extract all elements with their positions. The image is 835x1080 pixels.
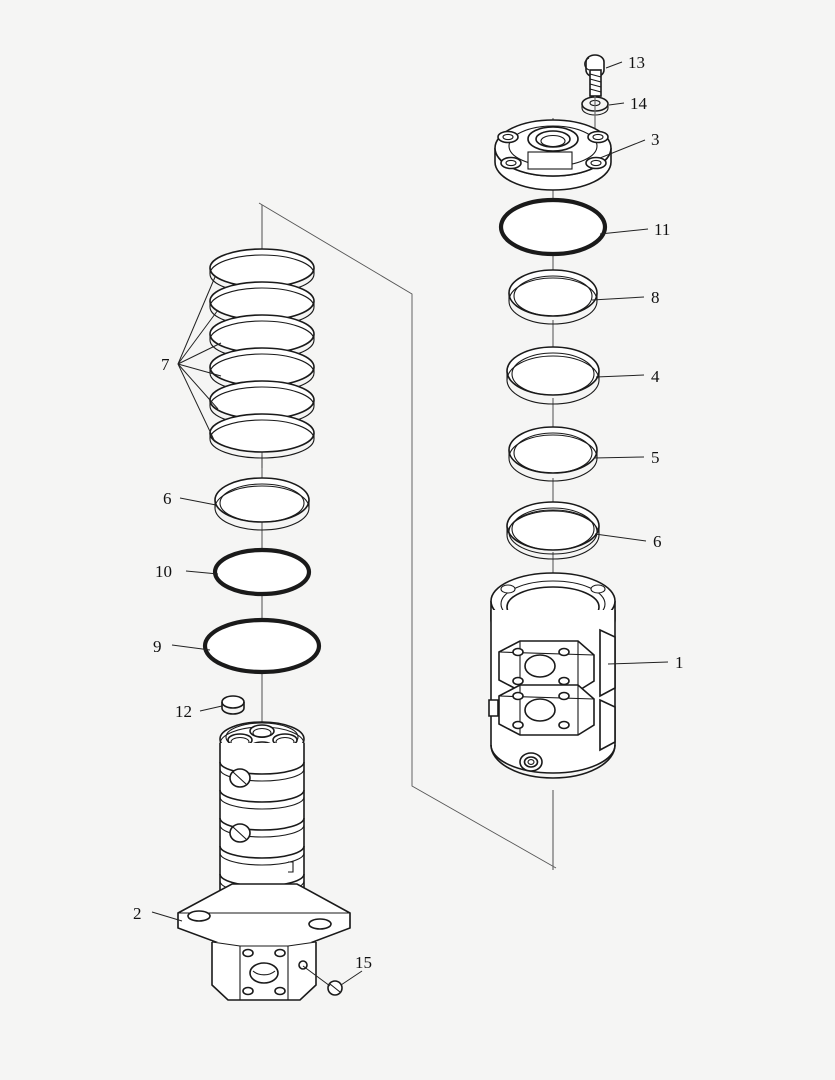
leader-line-1 [607, 661, 669, 665]
housing-side-rib [599, 628, 616, 752]
callout-4: 4 [651, 367, 660, 386]
callout-9: 9 [153, 637, 162, 656]
callout-labels: 13 14 3 11 8 4 5 6 1 7 6 10 9 12 2 15 [133, 53, 684, 972]
leader-line-6-left [179, 497, 217, 506]
callout-5: 5 [651, 448, 660, 467]
callout-6-left: 6 [163, 489, 172, 508]
part-o-ring-11 [498, 197, 608, 257]
spool-lower-port-block [211, 941, 317, 1001]
callout-1: 1 [675, 653, 684, 672]
leader-line-3 [599, 139, 646, 159]
housing-small-plug [519, 752, 543, 772]
callout-15: 15 [355, 953, 372, 972]
part-seal-ring-8 [508, 269, 598, 325]
part-o-ring-10 [212, 547, 312, 597]
part-cover-cap-3 [494, 119, 612, 191]
callout-10: 10 [155, 562, 172, 581]
seal-ring [209, 248, 315, 294]
callout-2: 2 [133, 904, 142, 923]
leader-line-2 [151, 911, 183, 922]
leader-line-5 [593, 456, 645, 459]
seal-ring [209, 413, 315, 459]
leader-line-10 [185, 570, 219, 575]
spool-mounting-flange [177, 883, 351, 949]
part-housing-body-1 [488, 572, 616, 779]
callout-6-right: 6 [653, 532, 662, 551]
leader-line-8 [591, 296, 645, 301]
spool-barrel [219, 743, 305, 898]
seal-ring-stack-7 [209, 248, 315, 459]
leader-line-6-right [594, 533, 647, 542]
part-plug-12 [221, 695, 245, 715]
callout-14: 14 [630, 94, 648, 113]
housing-port-flange-upper [498, 640, 595, 692]
housing-port-flange-lower [488, 684, 595, 736]
leader-line-11 [599, 228, 649, 235]
part-pin-15 [327, 980, 343, 996]
callout-12: 12 [175, 702, 192, 721]
leader-line-15b [340, 970, 363, 986]
part-rotor-spool-2 [177, 721, 351, 1001]
leader-line-12 [199, 705, 223, 712]
part-bolt-13 [584, 54, 605, 97]
callout-3: 3 [651, 130, 660, 149]
leader-line-7 [177, 276, 222, 443]
leader-line-14 [608, 102, 625, 106]
callout-7: 7 [161, 355, 170, 374]
leader-line-4 [595, 374, 645, 378]
callout-13: 13 [628, 53, 645, 72]
leader-line-15 [302, 965, 331, 987]
callout-11: 11 [654, 220, 670, 239]
part-o-ring-9 [202, 617, 322, 675]
part-seal-ring-4 [506, 346, 600, 405]
leader-line-13 [605, 61, 623, 69]
construction-line [258, 202, 557, 869]
leader-line-9 [171, 644, 211, 651]
part-seal-ring-6-right [506, 501, 600, 560]
callout-8: 8 [651, 288, 660, 307]
part-ring-6-left [214, 477, 310, 531]
